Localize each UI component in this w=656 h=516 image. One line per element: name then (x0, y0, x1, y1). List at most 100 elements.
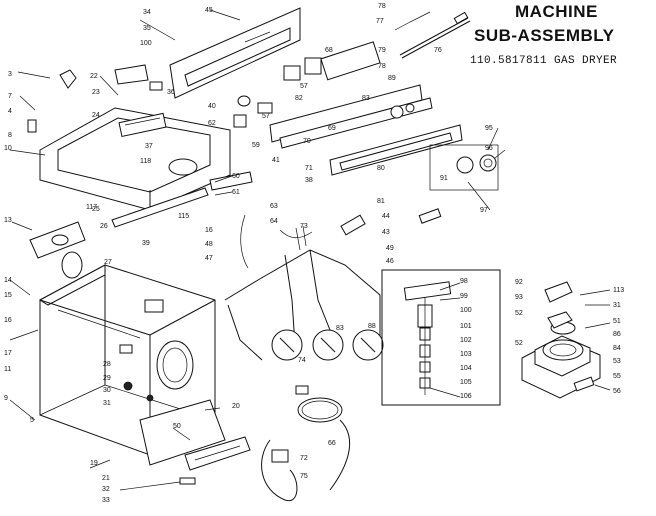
part-label: 77 (376, 18, 384, 25)
part-label: 75 (300, 473, 308, 480)
part-label: 49 (386, 245, 394, 252)
part-label: 118 (140, 158, 151, 165)
part-label: 27 (104, 259, 112, 266)
part-label: 61 (232, 189, 240, 196)
part-label: 73 (300, 223, 308, 230)
part-label: 25 (92, 206, 100, 213)
part-label: 98 (460, 278, 468, 285)
part-label: 63 (270, 203, 278, 210)
part-label: 95 (485, 125, 493, 132)
part-label: 57 (262, 113, 270, 120)
part-label: 86 (613, 331, 621, 338)
control-panel (233, 41, 463, 176)
part-label: 28 (103, 361, 111, 368)
part-label: 9 (4, 395, 8, 402)
part-label: 51 (613, 318, 621, 325)
part-label: 37 (145, 143, 153, 150)
part-label: 48 (205, 241, 213, 248)
part-label: 16 (205, 227, 213, 234)
part-label: 68 (325, 47, 333, 54)
power-cord (261, 385, 350, 502)
part-label: 34 (143, 9, 151, 16)
part-label: 29 (103, 375, 111, 382)
part-label: 5 (30, 417, 34, 424)
part-label: 91 (440, 175, 448, 182)
cabinet (39, 251, 216, 456)
part-label: 106 (460, 393, 472, 400)
part-label: 3 (8, 71, 12, 78)
rod-assembly (394, 11, 471, 59)
front-panel (139, 399, 251, 485)
part-label: 55 (613, 373, 621, 380)
part-label: 100 (140, 40, 152, 47)
part-label: 99 (460, 293, 468, 300)
top-panel (39, 107, 231, 211)
part-label: 50 (173, 423, 181, 430)
diagram-subtitle: SUB-ASSEMBLY (474, 26, 615, 45)
part-label: 38 (305, 177, 313, 184)
part-label: 76 (434, 47, 442, 54)
part-label: 83 (362, 95, 370, 102)
part-label: 44 (382, 213, 390, 220)
part-label: 89 (388, 75, 396, 82)
part-label: 33 (102, 497, 110, 504)
part-label: 81 (377, 198, 385, 205)
part-label: 52 (515, 310, 523, 317)
part-label: 15 (4, 292, 12, 299)
part-label: 93 (515, 294, 523, 301)
leader-lines (9, 9, 611, 491)
part-label: 45 (205, 7, 213, 14)
part-label: 82 (295, 95, 303, 102)
part-label: 46 (386, 258, 394, 265)
part-label: 11 (4, 366, 11, 373)
part-label: 84 (613, 345, 621, 352)
part-labels: 3 7 4 8 10 13 14 15 16 17 11 9 5 19 21 3… (4, 3, 624, 504)
part-label: 20 (232, 403, 240, 410)
model-number: 110.5817811 GAS DRYER (470, 55, 618, 67)
switch-box (429, 144, 499, 191)
part-label: 39 (142, 240, 150, 247)
part-label: 10 (4, 145, 12, 152)
part-label: 41 (272, 157, 280, 164)
part-label: 105 (460, 379, 472, 386)
part-label: 16 (4, 317, 12, 324)
part-label: 31 (613, 302, 621, 309)
part-label: 53 (613, 358, 621, 365)
part-label: 32 (102, 486, 110, 493)
part-label: 92 (515, 279, 523, 286)
part-label: 36 (167, 89, 175, 96)
part-label: 97 (480, 207, 488, 214)
part-label: 13 (4, 217, 12, 224)
part-label: 14 (4, 277, 12, 284)
part-label: 88 (368, 323, 376, 330)
part-label: 31 (103, 400, 111, 407)
gas-valve-inset (381, 269, 501, 406)
part-label: 113 (613, 287, 624, 294)
part-label: 57 (300, 83, 308, 90)
part-label: 78 (378, 3, 386, 10)
part-label: 80 (377, 165, 385, 172)
part-label: 52 (515, 340, 523, 347)
part-label: 19 (90, 460, 98, 467)
part-label: 62 (208, 120, 216, 127)
part-label: 21 (102, 475, 110, 482)
part-label: 59 (252, 142, 260, 149)
door-strip (111, 171, 253, 228)
part-label: 74 (298, 357, 306, 364)
part-label: 4 (8, 108, 12, 115)
part-label: 69 (328, 125, 336, 132)
part-label: 26 (100, 223, 108, 230)
part-label: 71 (305, 165, 313, 172)
part-label: 40 (208, 103, 216, 110)
part-label: 43 (382, 229, 390, 236)
burner-assembly (521, 281, 601, 399)
part-label: 7 (8, 93, 12, 100)
part-label: 79 (378, 47, 386, 54)
part-label: 72 (300, 455, 308, 462)
part-label: 35 (143, 25, 151, 32)
part-label: 8 (8, 132, 12, 139)
part-label: 56 (613, 388, 621, 395)
part-label: 60 (232, 173, 240, 180)
part-label: 100 (460, 307, 472, 314)
